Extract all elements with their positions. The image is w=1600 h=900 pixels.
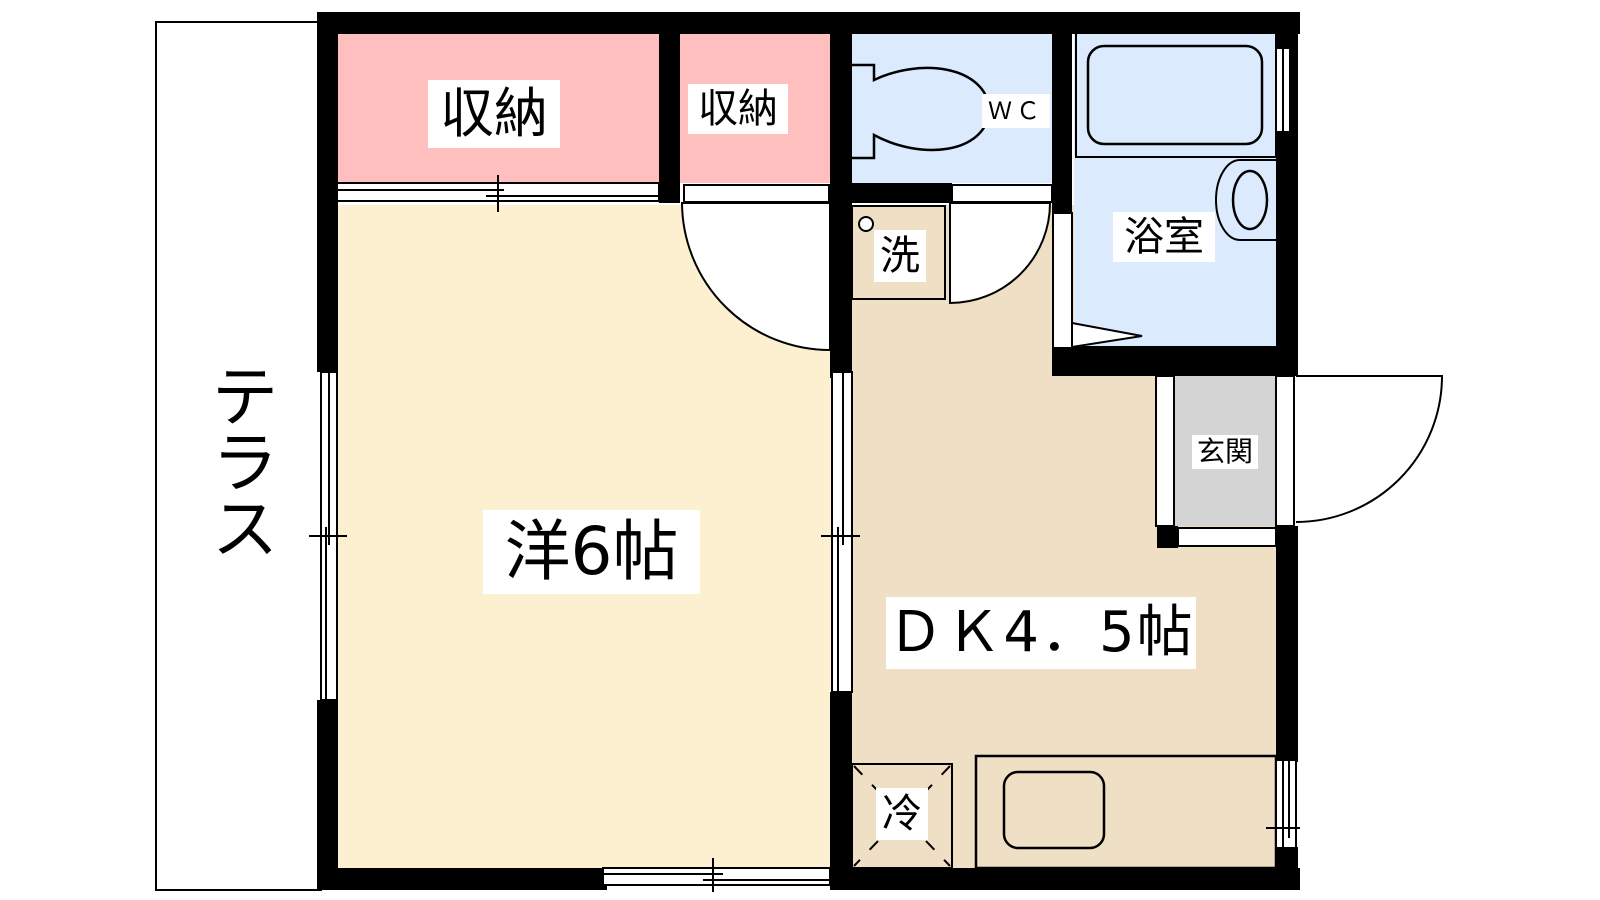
label-entrance: 玄関: [1192, 435, 1258, 469]
label-terrace-char-1: テ: [212, 359, 278, 436]
label-fridge: 冷: [876, 788, 928, 840]
label-storage-small: 収納: [688, 84, 788, 134]
bathroom-door[interactable]: [1052, 212, 1143, 349]
closet-sliding-door[interactable]: [336, 175, 660, 212]
terrace: [155, 21, 322, 891]
closet-small-door-strip: [683, 184, 830, 203]
western-room-door[interactable]: [680, 202, 831, 352]
label-dining-kitchen: ＤＫ4．5帖: [886, 597, 1196, 669]
kitchen-window[interactable]: [1266, 759, 1300, 849]
interior-sliding-door[interactable]: [821, 371, 860, 693]
label-terrace: テ ラ ス: [210, 365, 280, 563]
label-washer: 洗: [874, 230, 926, 282]
label-western-room: 洋6帖: [483, 510, 700, 594]
south-window[interactable]: [602, 858, 831, 892]
label-terrace-char-2: ラ: [212, 425, 278, 502]
label-terrace-char-3: ス: [212, 491, 278, 568]
kitchen-counter: [974, 754, 1278, 870]
entrance-step: [1155, 375, 1295, 547]
walls: [317, 12, 1300, 890]
label-bathroom: 浴室: [1113, 212, 1215, 262]
label-wc: ＷＣ: [982, 94, 1050, 128]
wc-door[interactable]: [949, 184, 1053, 305]
label-storage-large: 収納: [428, 80, 560, 148]
bathroom-window[interactable]: [1275, 47, 1291, 133]
bathtub-icon: [1075, 32, 1277, 158]
west-window[interactable]: [309, 371, 347, 701]
bath-sink-icon: [1215, 159, 1276, 241]
front-door[interactable]: [1295, 375, 1444, 523]
